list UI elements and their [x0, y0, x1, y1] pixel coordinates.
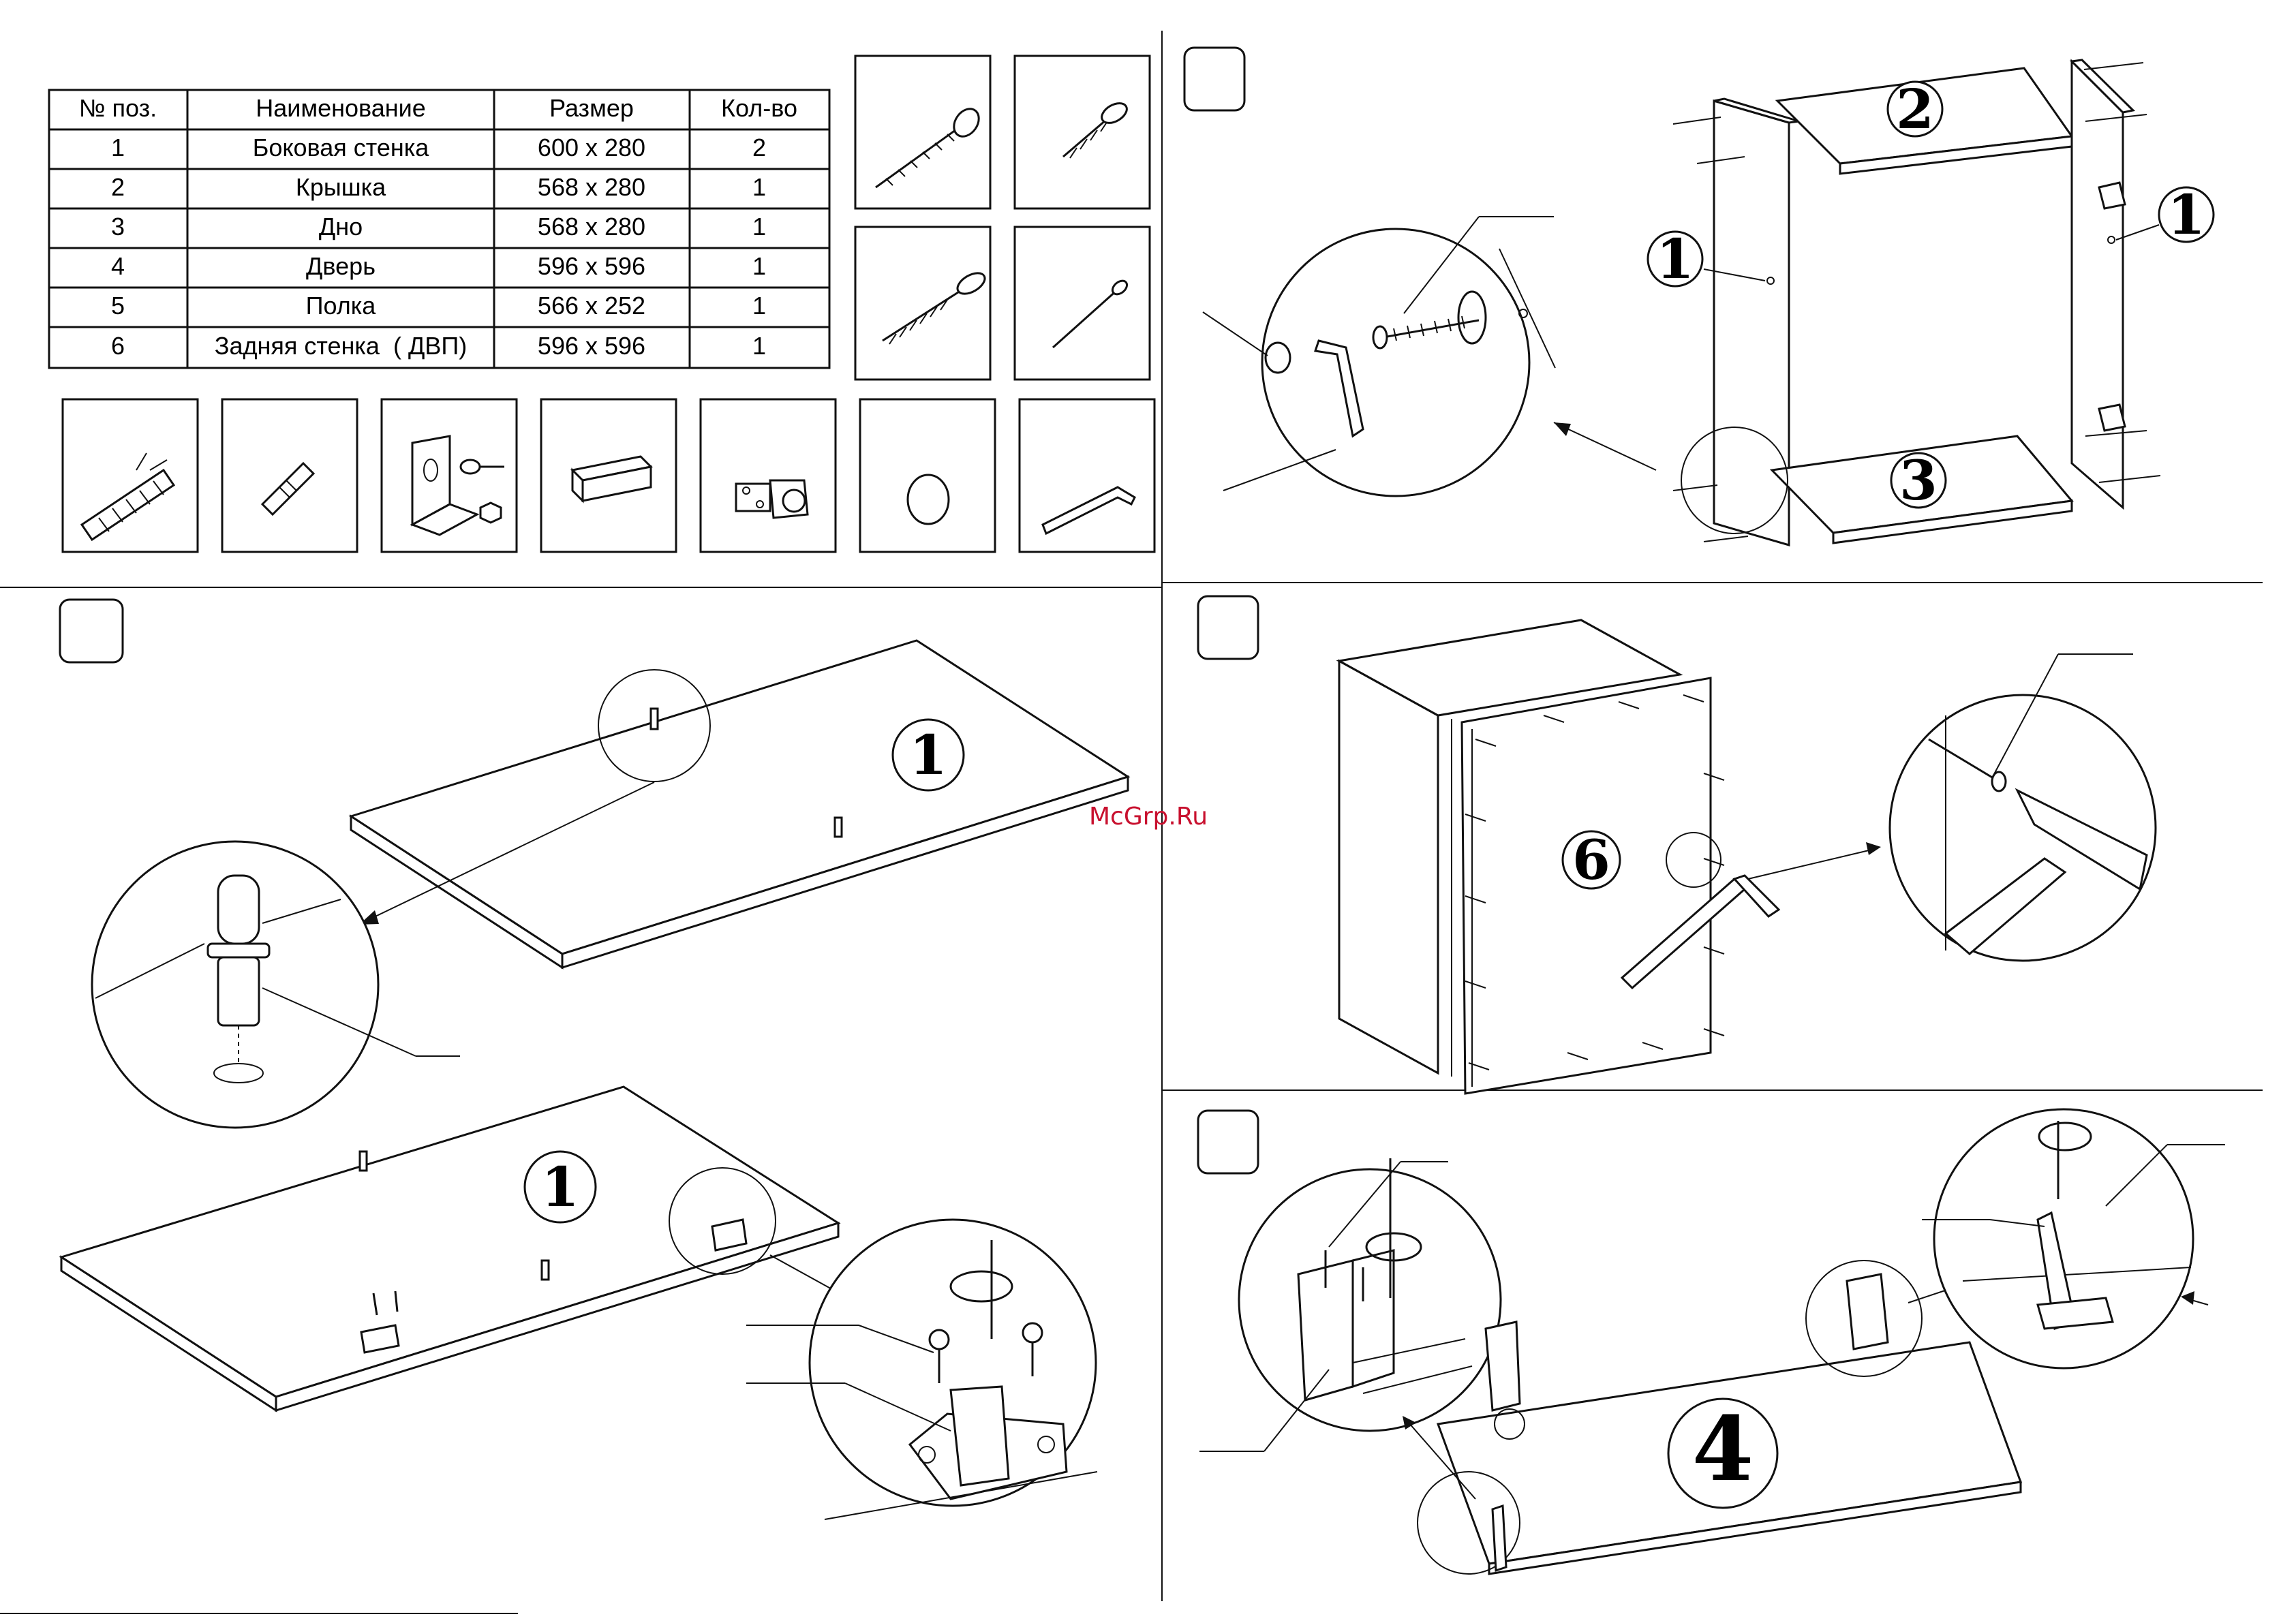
table-cell-name: Дно [319, 213, 363, 241]
step-number-box [1198, 596, 1258, 659]
table-cell-pos: 1 [111, 134, 125, 161]
table-cell-pos: 5 [111, 292, 125, 320]
table-cell-qty: 1 [752, 173, 766, 201]
short-screw-icon [1015, 56, 1150, 208]
hex-key-icon [1020, 399, 1154, 552]
hinge-icon [701, 399, 836, 552]
table-cell-size: 600 х 280 [538, 134, 645, 161]
step-middle-right-back-panel: 6 [1198, 596, 2156, 1094]
table-cell-size: 568 х 280 [538, 173, 645, 201]
step-number-box [1184, 48, 1244, 110]
part-label-top: 2 [1896, 77, 1934, 141]
step-left-hinge-plates: 1 [61, 1087, 1097, 1519]
table-cell-size: 568 х 280 [538, 213, 645, 241]
nail-icon [1015, 227, 1150, 380]
hanger-bracket-icon [382, 399, 517, 552]
confirmat-screw-icon [855, 56, 990, 208]
part-label-side-lower: 1 [541, 1155, 579, 1219]
step-left-dowels: 1 [60, 600, 1128, 1128]
table-cell-name: Дверь [306, 252, 376, 280]
table-header-qty: Кол-во [721, 94, 797, 122]
table-cell-qty: 1 [752, 332, 766, 360]
table-cell-qty: 1 [752, 292, 766, 320]
cap-icon [860, 399, 995, 552]
part-label-door: 4 [1692, 1397, 1754, 1501]
table-cell-pos: 6 [111, 332, 125, 360]
part-label-side-right: 1 [2167, 183, 2205, 247]
table-cell-size: 596 х 596 [538, 332, 645, 360]
table-cell-pos: 3 [111, 213, 125, 241]
table-cell-qty: 1 [752, 252, 766, 280]
table-header-pos: № поз. [79, 94, 157, 122]
table-cell-qty: 2 [752, 134, 766, 161]
table-cell-pos: 2 [111, 173, 125, 201]
step-bottom-right-door: 4 [1198, 1109, 2225, 1574]
dowel-plug-icon [63, 399, 198, 552]
part-label-side-upper: 1 [909, 723, 947, 787]
table-cell-name: Крышка [296, 173, 386, 201]
table-cell-name: Полка [306, 292, 377, 320]
table-cell-size: 596 х 596 [538, 252, 645, 280]
step-number-box [1198, 1111, 1258, 1173]
table-cell-pos: 4 [111, 252, 125, 280]
table-header-size: Размер [549, 94, 634, 122]
table-cell-size: 566 х 252 [538, 292, 645, 320]
shelf-support-icon [541, 399, 676, 552]
parts-table: № поз. Наименование Размер Кол-во 1 Боко… [49, 90, 829, 368]
table-cell-qty: 1 [752, 213, 766, 241]
long-screw-icon [855, 227, 990, 380]
wood-dowel-icon [222, 399, 357, 552]
part-label-bottom: 3 [1899, 448, 1938, 512]
table-cell-name: Боковая стенка [253, 134, 430, 161]
step-top-right-frame-assembly: 2 3 1 1 [1184, 48, 2214, 545]
watermark: McGrp.Ru [1089, 803, 1208, 831]
part-label-side-left: 1 [1656, 227, 1694, 291]
table-header-name: Наименование [256, 94, 426, 122]
part-label-back: 6 [1572, 828, 1610, 892]
table-cell-name: Задняя стенка ( ДВП) [215, 332, 467, 360]
step-number-box [60, 600, 123, 662]
